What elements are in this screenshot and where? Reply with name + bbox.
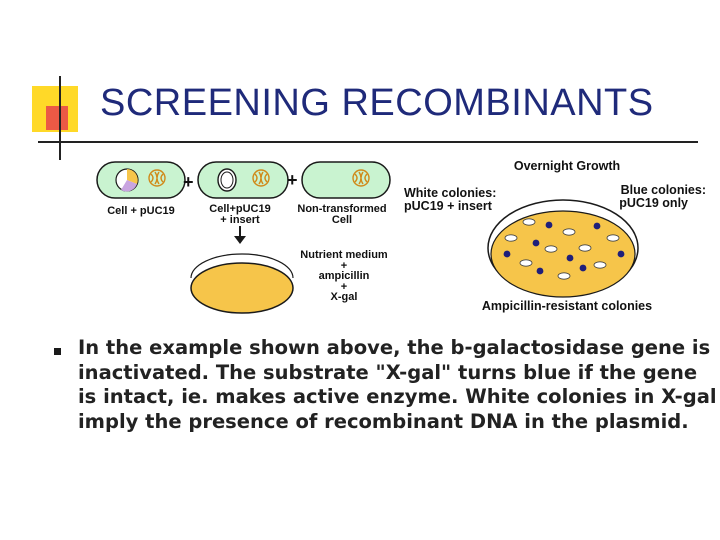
corner-red-square — [46, 106, 68, 130]
blue-colony — [545, 221, 553, 229]
cell-pUC19-insert — [197, 161, 289, 199]
blue-colony — [532, 239, 540, 247]
cell-pUC19 — [96, 161, 186, 199]
nutrient-line2: + — [341, 260, 347, 272]
page-title: SCREENING RECOMBINANTS — [100, 82, 654, 124]
bullet-text: In the example shown above, the b-galact… — [78, 336, 717, 433]
plus-sign-1: + — [183, 172, 194, 192]
cell-body — [301, 161, 391, 199]
overnight-petri-dish — [487, 199, 639, 298]
ampicillin-resistant-label: Ampicillin-resistant colonies — [482, 299, 652, 313]
nutrient-line3: ampicillin — [319, 270, 370, 282]
white-colony — [544, 245, 558, 253]
corner-vertical-line — [59, 76, 61, 160]
white-colonies-line2: pUC19 + insert — [404, 199, 493, 213]
chromosome-icon — [352, 169, 370, 187]
plasmid-icon — [217, 168, 237, 192]
nutrient-line1: Nutrient medium — [300, 249, 388, 261]
white-colony — [562, 228, 576, 236]
arrow-down-icon — [234, 226, 246, 244]
white-colony — [522, 218, 536, 226]
plasmid-icon — [115, 168, 139, 192]
nutrient-line4: + — [341, 281, 347, 293]
blue-colony — [536, 267, 544, 275]
blue-colony — [617, 250, 625, 258]
blue-colony — [503, 250, 511, 258]
white-colony — [504, 234, 518, 242]
cell1-label: Cell + pUC19 — [107, 205, 175, 217]
overnight-growth-label: Overnight Growth — [514, 159, 620, 173]
blue-colony — [593, 222, 601, 230]
cell3-label-line1: Non-transformed — [297, 203, 386, 215]
blue-colonies-line2: pUC19 only — [619, 196, 688, 210]
white-colony — [578, 244, 592, 252]
chromosome-icon — [252, 169, 270, 187]
cell2-label-line2: + insert — [220, 214, 260, 226]
cell-body — [96, 161, 186, 199]
plus-sign-2: + — [287, 170, 298, 190]
bullet-marker — [54, 348, 61, 355]
white-colony — [606, 234, 620, 242]
white-colony — [593, 261, 607, 269]
blue-colonies-line1: Blue colonies: — [621, 183, 706, 197]
screening-diagram: + + Cell + pUC19 Cell+pUC19 + insert Non… — [96, 159, 706, 314]
medium-petri-dish — [190, 253, 294, 314]
white-colony — [557, 272, 571, 280]
white-colony — [519, 259, 533, 267]
cell3-label-line2: Cell — [332, 214, 352, 226]
non-transformed-cell — [301, 161, 391, 199]
cell-body — [197, 161, 289, 199]
chromosome-icon — [148, 169, 166, 187]
nutrient-line5: X-gal — [331, 291, 358, 303]
white-colonies-line1: White colonies: — [404, 186, 496, 200]
blue-colony — [566, 254, 574, 262]
title-underline — [38, 141, 698, 143]
cell2-label-line1: Cell+pUC19 — [209, 203, 270, 215]
blue-colony — [579, 264, 587, 272]
